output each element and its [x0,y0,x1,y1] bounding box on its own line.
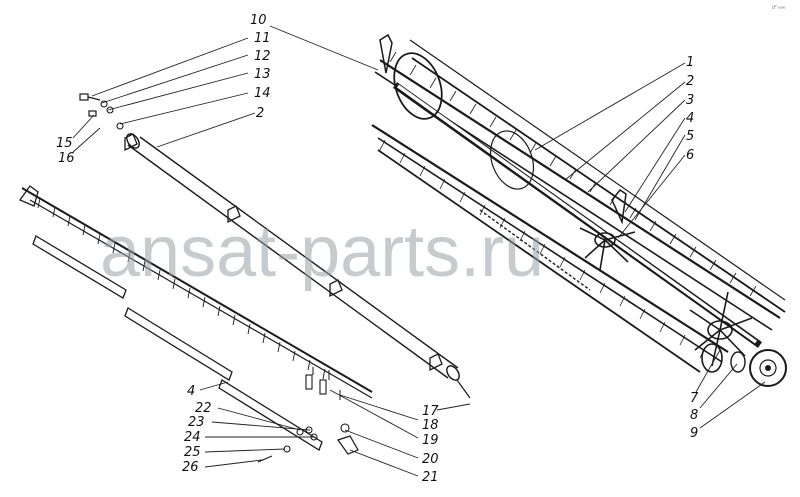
callout-25: 25 [184,445,201,460]
callout-22: 22 [195,401,212,416]
callout-20: 20 [422,452,439,467]
callout-2-shaft: 2 [256,106,264,121]
callout-23: 23 [188,415,205,430]
tine-bar-assembly [19,185,373,463]
callout-18: 18 [422,418,439,433]
callout-9: 9 [690,426,698,441]
callout-12: 12 [254,49,271,64]
tube-shaft [79,93,471,399]
callout-2: 2 [686,74,694,89]
watermark-text: ansat-parts.ru [100,212,544,292]
callout-6: 6 [686,148,694,163]
callout-7: 7 [690,391,699,406]
callout-24: 24 [184,430,201,445]
callout-8: 8 [690,408,698,423]
callout-13: 13 [254,67,271,82]
callout-labels: 10 11 12 13 14 2 15 16 1 2 3 4 5 6 7 8 9… [56,13,699,485]
leader-lines [72,25,766,477]
callout-26: 26 [182,460,199,475]
callout-11: 11 [254,31,271,46]
callout-1: 1 [686,55,694,70]
corner-mark: d° ∞∞ [772,5,786,11]
callout-15: 15 [56,136,73,151]
callout-16: 16 [58,151,75,166]
callout-19: 19 [422,433,439,448]
callout-10: 10 [250,13,267,28]
callout-3: 3 [686,93,694,108]
callout-14: 14 [254,86,271,101]
callout-4: 4 [686,111,694,126]
callout-5: 5 [686,129,694,144]
reel-assembly [371,33,787,387]
callout-21: 21 [422,470,439,485]
callout-4-plate: 4 [187,384,195,399]
callout-17: 17 [422,404,439,419]
